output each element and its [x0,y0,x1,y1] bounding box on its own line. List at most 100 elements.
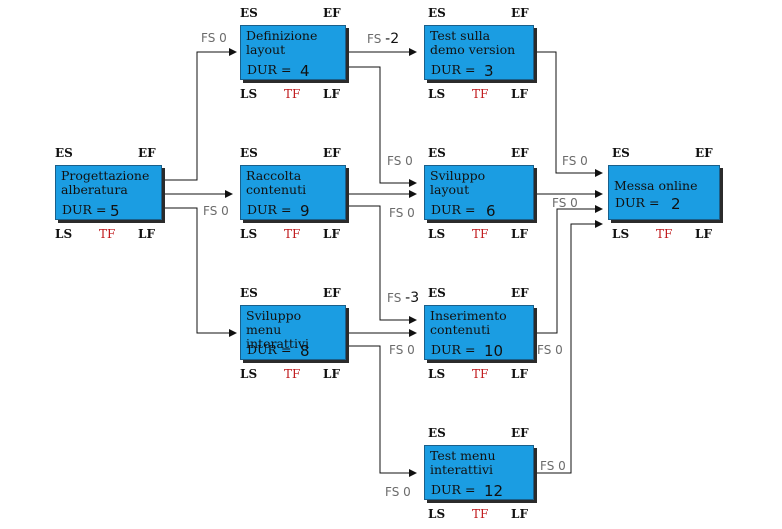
es-label: ES [428,6,446,20]
duration: DUR =12 [431,482,504,500]
arrow-inserimento-messa-online [534,205,603,334]
lf-label: LF [511,227,528,241]
tf-label: TF [472,507,489,521]
lf-label: LF [511,87,528,101]
duration-value: 4 [300,62,310,80]
ef-label: EF [323,6,341,20]
activity-box: Definizione layout DUR =4 [240,25,346,80]
tf-label: TF [472,367,489,381]
ls-label: LS [612,227,630,241]
arrow-progettazione-sviluppo-menu [162,207,237,337]
activity-box: Sviluppo menu interattivi DUR =8 [240,305,346,360]
tf-label: TF [99,227,116,241]
duration: DUR =5 [62,202,120,220]
duration: DUR =6 [431,202,496,220]
duration-value: 5 [110,202,120,220]
ls-label: LS [240,227,258,241]
es-label: ES [428,286,446,300]
activity-name: Test menu interattivi [430,448,496,477]
lf-label: LF [323,227,340,241]
duration-value: 8 [300,342,310,360]
relation-test-menu-messa-online: FS 0 [540,459,566,473]
duration-value: 9 [300,202,310,220]
lf-label: LF [511,507,528,521]
activity-name: Definizione layout [246,28,318,57]
lf-label: LF [138,227,155,241]
es-label: ES [55,146,73,160]
relation-progettazione-definizione: FS 0 [201,31,227,45]
es-label: ES [428,426,446,440]
ls-label: LS [428,367,446,381]
activity-box: Raccolta contenuti DUR =9 [240,165,346,220]
relation-sviluppo-menu-inserimento: FS 0 [389,343,415,357]
duration-value: 10 [484,342,504,360]
duration: DUR =9 [247,202,310,220]
activity-name: Sviluppo menu interattivi [246,308,310,351]
ls-label: LS [428,507,446,521]
relation-definizione-sviluppo-layout: FS 0 [387,154,413,168]
ef-label: EF [323,146,341,160]
ef-label: EF [511,286,529,300]
duration-value: 3 [484,62,494,80]
lf-label: LF [511,367,528,381]
arrow-test-menu-messa-online [534,220,603,474]
relation-sviluppo-menu-test-menu: FS 0 [385,485,411,499]
ef-label: EF [511,6,529,20]
relation-sviluppo-layout-messa-online: FS 0 [552,196,578,210]
arrow-raccolta-inserimento [346,205,417,324]
relation-definizione-test-demo: FS -2 [367,31,400,47]
arrow-test-demo-messa-online [534,51,603,177]
ls-label: LS [428,227,446,241]
tf-label: TF [284,87,301,101]
tf-label: TF [472,87,489,101]
activity-box: Sviluppo layout DUR =6 [424,165,534,220]
ls-label: LS [240,87,258,101]
duration-value: 12 [484,482,504,500]
activity-box: Progettazione alberatura DUR =5 [55,165,162,220]
relation-raccolta-sviluppo-layout: FS 0 [389,206,415,220]
ef-label: EF [323,286,341,300]
tf-label: TF [284,367,301,381]
ef-label: EF [138,146,156,160]
ef-label: EF [695,146,713,160]
activity-name: Sviluppo layout [430,168,486,197]
relation-inserimento-messa-online: FS 0 [537,343,563,357]
activity-name: Messa online [614,178,698,193]
arrow-progettazione-definizione [162,48,237,181]
duration-value: 6 [486,202,496,220]
es-label: ES [428,146,446,160]
activity-box: Test sulla demo version DUR =3 [424,25,534,80]
arrow-sviluppo-menu-test-menu [346,345,417,477]
es-label: ES [240,6,258,20]
activity-box: Inserimento contenuti DUR =10 [424,305,534,360]
lf-label: LF [323,87,340,101]
arrow-definizione-sviluppo-layout [346,66,417,187]
activity-name: Test sulla demo version [430,28,516,57]
duration-value: 2 [671,195,681,213]
relation-raccolta-inserimento: FS -3 [387,290,420,306]
ef-label: EF [511,426,529,440]
duration: DUR =8 [247,342,310,360]
duration: DUR =3 [431,62,494,80]
ls-label: LS [55,227,73,241]
activity-name: Progettazione alberatura [61,168,150,197]
activity-box: Test menu interattivi DUR =12 [424,445,534,500]
lf-label: LF [695,227,712,241]
activity-name: Inserimento contenuti [430,308,507,337]
relation-progettazione-sviluppo-menu: FS 0 [203,204,229,218]
es-label: ES [240,146,258,160]
activity-box: Messa online DUR =2 [608,165,720,220]
tf-label: TF [284,227,301,241]
duration: DUR =4 [247,62,310,80]
tf-label: TF [656,227,673,241]
duration: DUR =10 [431,342,504,360]
lf-label: LF [323,367,340,381]
es-label: ES [612,146,630,160]
tf-label: TF [472,227,489,241]
ls-label: LS [240,367,258,381]
ef-label: EF [511,146,529,160]
es-label: ES [240,286,258,300]
activity-name: Raccolta contenuti [246,168,307,197]
